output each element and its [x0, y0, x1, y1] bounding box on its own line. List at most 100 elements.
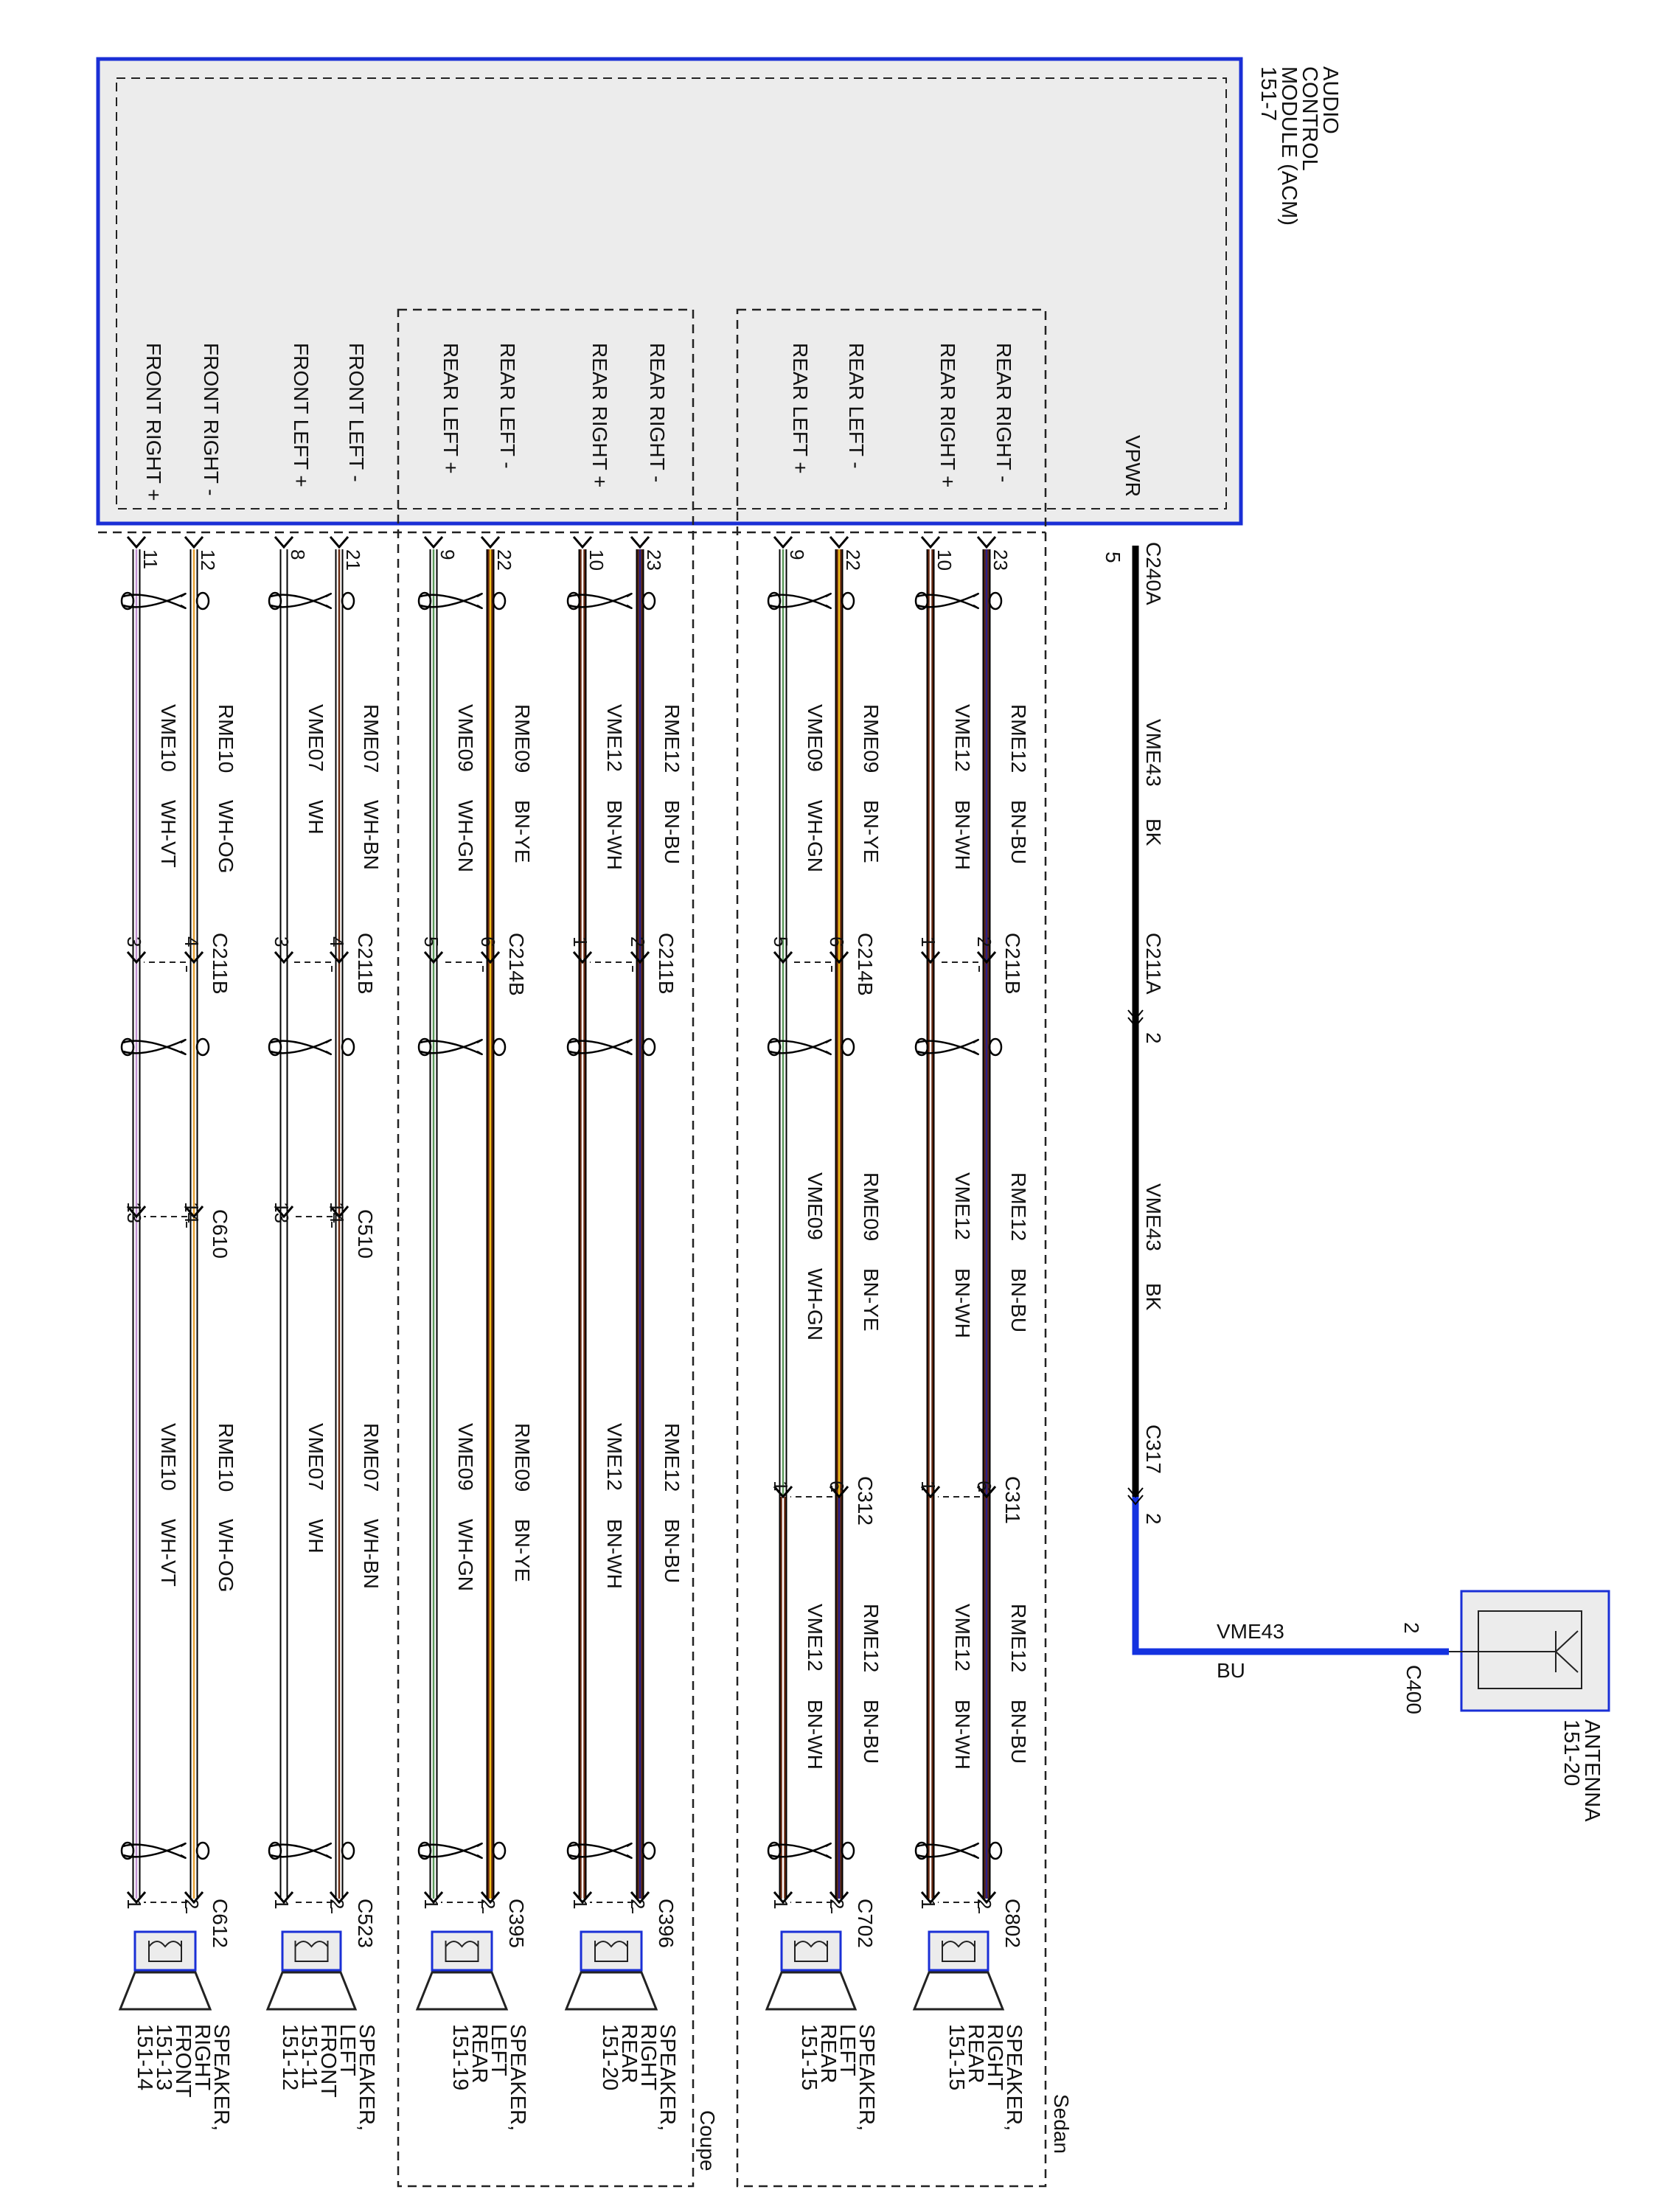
acm-pin-label-6: REAR LEFT -	[496, 343, 519, 469]
second-pin-b-2: 13	[271, 1202, 293, 1223]
acm-pin-label-9: FRONT LEFT +	[290, 343, 313, 487]
lower-color-1: BN-WH	[951, 1700, 974, 1770]
wire-color-4-a: BN-BU	[661, 800, 684, 864]
acm-pin-label-0: REAR RIGHT -	[992, 343, 1015, 482]
speaker-title-1-0: SPEAKER,	[855, 2024, 878, 2131]
speaker-title-5-0: SPEAKER,	[209, 2024, 233, 2131]
acm-pin-number-0: 23	[990, 549, 1012, 571]
lower-circuit-3: VME12	[804, 1604, 827, 1672]
wire-circuit-11-b: VME10	[157, 1423, 180, 1491]
speaker-title-0-1: RIGHT	[983, 2024, 1006, 2091]
speaker-title-4-0: SPEAKER,	[355, 2024, 378, 2131]
speaker-title-4-4: 151-12	[278, 2024, 302, 2090]
sedan-label: Sedan	[1050, 2094, 1073, 2154]
second-pin-a-1: 6	[826, 1481, 848, 1491]
second-pin-b-3: 13	[123, 1202, 145, 1223]
acm-title-line-4: 151-7	[1256, 66, 1280, 121]
speaker-pin-a-1: 2	[826, 1899, 848, 1909]
antenna-pin: 2	[1400, 1622, 1423, 1634]
inline-pin-b-4: 3	[271, 936, 293, 947]
acm-pin-label-7: REAR LEFT +	[439, 343, 462, 474]
acm-pin-label-10: FRONT RIGHT -	[200, 343, 223, 495]
speaker-title-2-3: 151-20	[598, 2024, 622, 2090]
wire-circuit-4-a: RME12	[661, 704, 684, 773]
speaker-icon	[431, 1930, 493, 1972]
wire-circuit-0-b: RME12	[1007, 1172, 1030, 1241]
wire-color-5-a: BN-WH	[603, 800, 626, 870]
antenna-color: BU	[1217, 1659, 1245, 1682]
wire-circuit-8-a: RME07	[360, 704, 383, 773]
wire-circuit-6-a: RME09	[511, 704, 534, 773]
wire-color-1-a: BN-WH	[951, 800, 974, 870]
second-connector-1: C312	[854, 1476, 877, 1526]
power-seg1-color: BK	[1142, 818, 1165, 846]
second-pin-a-3: 14	[181, 1202, 203, 1223]
acm-title-line-1: AUDIO	[1318, 66, 1342, 134]
wire-color-10-b: WH-OG	[215, 1519, 237, 1593]
speaker-title-2-0: SPEAKER,	[655, 2024, 679, 2131]
inline-connector-4: C211B	[354, 933, 377, 995]
speaker-icon	[780, 1930, 842, 1972]
second-connector-3: C610	[209, 1209, 232, 1259]
c240a-label: C240A	[1142, 542, 1165, 605]
inline-pin-b-5: 3	[123, 936, 145, 947]
inline-pin-b-2: 1	[569, 936, 591, 947]
wire-color-5-b: BN-WH	[603, 1519, 626, 1589]
wire-circuit-2-b: RME09	[860, 1172, 883, 1241]
wire-circuit-3-b: VME09	[804, 1172, 827, 1240]
wire-color-2-a: BN-YE	[860, 800, 883, 863]
acm-pin-number-5: 10	[585, 549, 608, 571]
second-connector-2: C510	[354, 1209, 377, 1259]
power-circuit: C240A 5 VME43 BK C211A 2 VME43 BK C317 2…	[1102, 542, 1449, 1714]
wire-color-10-a: WH-OG	[215, 800, 237, 874]
antenna-title-line-1: ANTENNA	[1580, 1719, 1604, 1822]
wire-color-4-b: BN-BU	[661, 1519, 684, 1583]
speaker-title-3-1: LEFT	[487, 2024, 510, 2076]
speaker-title-5-2: FRONT	[171, 2024, 195, 2098]
wire-color-9-b: WH	[305, 1519, 327, 1554]
acm-pin-number-2: 22	[842, 549, 864, 571]
wire-color-6-a: BN-YE	[511, 800, 534, 863]
wire-color-0-a: BN-BU	[1007, 800, 1030, 864]
speaker-title-5-3: 151-13	[152, 2024, 175, 2090]
wires	[118, 536, 1005, 2011]
speaker-pin-b-4: 1	[271, 1899, 293, 1909]
inline-pin-a-3: 6	[477, 936, 499, 947]
wire-color-11-b: WH-VT	[157, 1519, 180, 1587]
acm-title-line-2: CONTROL	[1298, 66, 1321, 171]
speaker-icon	[928, 1930, 990, 1972]
inline-connector-2: C211B	[655, 933, 678, 995]
acm-pin-number-7: 9	[437, 549, 459, 560]
coupe-group: Coupe	[397, 308, 719, 2188]
inline-pin-b-3: 5	[420, 936, 442, 947]
acm-pin-number-3: 9	[786, 549, 808, 560]
wire-circuit-7-a: VME09	[454, 704, 477, 772]
speaker-title-3-3: 151-19	[448, 2024, 472, 2090]
inline-pin-a-4: 4	[326, 936, 348, 947]
speaker-title-1-3: 151-15	[797, 2024, 821, 2090]
speaker-pin-b-5: 1	[123, 1899, 145, 1909]
wire-color-8-b: WH-BN	[360, 1519, 383, 1589]
speaker-title-1-1: LEFT	[835, 2024, 859, 2076]
speaker-pin-a-4: 2	[326, 1899, 348, 1909]
inline-pin-a-0: 2	[973, 936, 995, 947]
speaker-pin-a-0: 2	[973, 1899, 995, 1909]
wire-circuit-1-b: VME12	[951, 1172, 974, 1240]
antenna-title: ANTENNA 151-20	[1559, 1719, 1604, 1822]
inline-pin-a-5: 4	[181, 936, 203, 947]
speaker-title-3-0: SPEAKER,	[506, 2024, 529, 2131]
acm-title-line-3: MODULE (ACM)	[1277, 66, 1301, 226]
power-seg2-circuit: VME43	[1142, 1183, 1165, 1251]
second-pin-b-0: 1	[917, 1481, 939, 1491]
speaker-title-4-1: LEFT	[335, 2024, 359, 2076]
inline-connector-0: C211B	[1001, 933, 1024, 995]
c211a-pin: 2	[1142, 1032, 1165, 1044]
acm-pin-label-11: FRONT RIGHT +	[142, 343, 165, 501]
speaker-pin-b-0: 1	[917, 1899, 939, 1909]
wire-circuit-1-a: VME12	[951, 704, 974, 772]
speaker-title-0-0: SPEAKER,	[1002, 2024, 1026, 2131]
power-seg1-circuit: VME43	[1142, 719, 1165, 787]
speaker-pin-a-5: 2	[181, 1899, 203, 1909]
second-pin-a-2: 14	[326, 1202, 348, 1223]
